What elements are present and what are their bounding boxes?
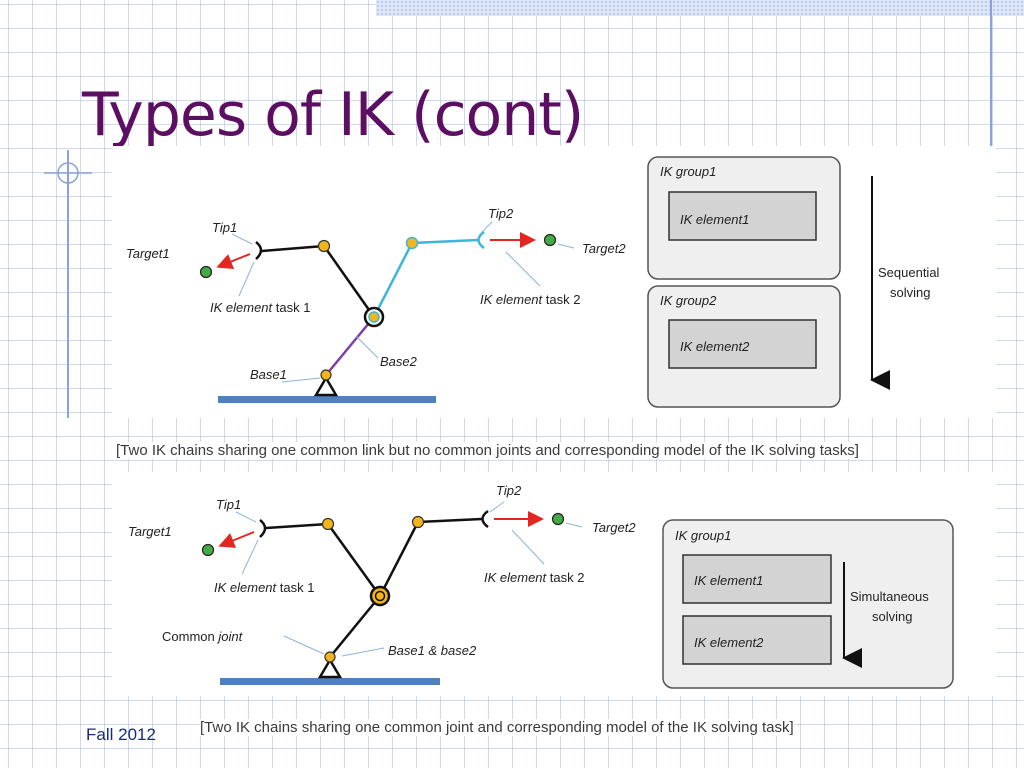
label-tip1: Tip1 [216, 497, 241, 512]
link-base-to-shared-joint [325, 316, 375, 376]
simultaneous-label-line1: Simultaneous [850, 589, 929, 604]
label-target1: Target1 [126, 246, 170, 261]
leader-tip2 [489, 501, 505, 513]
link-elbow2-to-tip2 [417, 517, 483, 524]
figure2-caption: [Two IK chains sharing one common joint … [200, 719, 794, 736]
leader-task1 [241, 539, 259, 575]
ik-element2-box [668, 319, 817, 369]
base-joint [320, 369, 332, 381]
task1-arrow [216, 253, 251, 269]
ik-group2-label: IK group2 [660, 293, 717, 308]
sequential-label-line1: Sequential [878, 265, 940, 280]
task1-arrow [218, 531, 255, 548]
link-common-to-elbow1 [326, 523, 382, 597]
target2-marker [543, 233, 557, 247]
link-elbow2-to-tip2 [411, 238, 479, 245]
common-joint-inner [374, 590, 386, 602]
tip1-gripper-icon [259, 519, 267, 538]
leader-tip2 [479, 221, 493, 235]
link-elbow1-to-tip1 [265, 522, 329, 530]
elbow2-joint [405, 236, 419, 250]
ik-group1-label: IK group1 [675, 528, 731, 543]
ik-group1-label: IK group1 [660, 164, 716, 179]
figure-common-joint: Tip1 Target1 IK element task 1 Tip2 Targ… [112, 472, 996, 696]
shared-link-joint-inner [368, 311, 380, 323]
simultaneous-label-line2: solving [872, 609, 912, 624]
footer-date: Fall 2012 [86, 725, 156, 744]
base-triangle [317, 657, 343, 679]
link-base-to-common-joint [329, 595, 381, 658]
figure-common-link: Tip1 Target1 IK element task 1 Tip2 Targ… [112, 146, 996, 418]
slide-title: Types of IK (cont) [82, 80, 584, 150]
ik-element2-box [682, 615, 832, 665]
ik-element1-box [682, 554, 832, 604]
right-decorative-line [990, 0, 992, 146]
leader-task2 [505, 251, 541, 287]
label-common-joint: Common joint [162, 629, 244, 644]
ik-element1-label: IK element1 [680, 212, 749, 227]
target1-marker [201, 543, 215, 557]
leader-target2 [557, 243, 575, 249]
label-target2: Target2 [582, 241, 626, 256]
link-shared-to-elbow1 [322, 245, 376, 318]
label-base1: Base1 [250, 367, 287, 382]
leader-tip1 [231, 233, 253, 245]
floor-bar [220, 678, 440, 685]
label-target2: Target2 [592, 520, 636, 535]
leader-tip1 [235, 511, 257, 523]
leader-task1 [238, 261, 255, 297]
label-task1: IK element task 1 [210, 300, 310, 315]
label-task2: IK element task 2 [484, 570, 584, 585]
target1-marker [199, 265, 213, 279]
base-joint [324, 651, 336, 663]
label-tip1: Tip1 [212, 220, 237, 235]
base-triangle [313, 375, 339, 397]
leader-common-joint [283, 635, 325, 655]
left-decorative-line [67, 150, 69, 418]
label-target1: Target1 [128, 524, 172, 539]
link-common-to-elbow2 [378, 521, 420, 597]
figure1-caption: [Two IK chains sharing one common link b… [116, 442, 859, 459]
target2-marker [551, 512, 565, 526]
label-base1-base2: Base1 & base2 [388, 643, 477, 658]
elbow2-joint [411, 515, 425, 529]
link-shared-to-elbow2 [372, 242, 414, 318]
leader-target2 [565, 522, 583, 528]
tip2-gripper-icon [481, 509, 489, 529]
label-tip2: Tip2 [488, 206, 514, 221]
label-task1: IK element task 1 [214, 580, 314, 595]
elbow1-joint [317, 239, 331, 253]
ik-element1-box [668, 191, 817, 241]
link-elbow1-to-tip1 [261, 244, 325, 253]
floor-bar [218, 396, 436, 403]
leader-base [341, 647, 385, 657]
sequential-label-line2: solving [890, 285, 930, 300]
ik-element1-label: IK element1 [694, 573, 763, 588]
ik-element2-label: IK element2 [680, 339, 750, 354]
elbow1-joint [321, 517, 335, 531]
label-base2: Base2 [380, 354, 418, 369]
label-tip2: Tip2 [496, 483, 522, 498]
leader-task2 [511, 529, 545, 565]
leader-base1 [281, 377, 321, 383]
ik-element2-label: IK element2 [694, 635, 764, 650]
crosshair-icon [44, 162, 92, 184]
tip1-gripper-icon [255, 241, 263, 260]
tip2-gripper-icon [477, 230, 485, 250]
leader-base2 [355, 335, 379, 359]
top-decorative-band [376, 0, 1024, 16]
label-task2: IK element task 2 [480, 292, 580, 307]
